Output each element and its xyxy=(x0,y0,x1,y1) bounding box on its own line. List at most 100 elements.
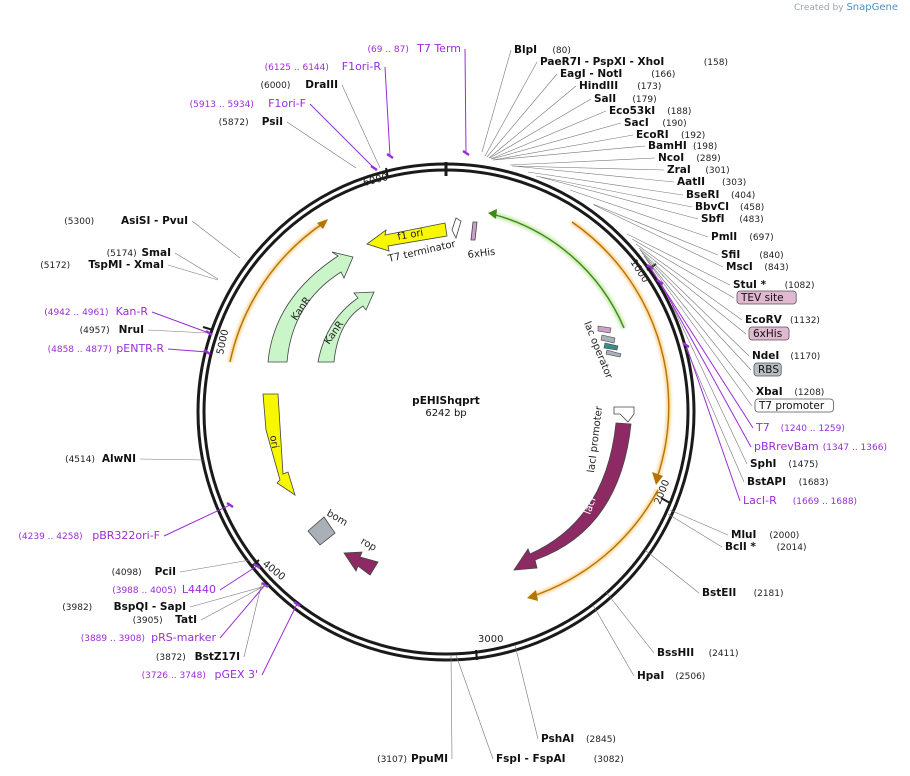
site-position: (192) xyxy=(681,131,705,141)
site-label: PpuMI(3107) xyxy=(377,753,448,765)
site-label: BstAPI(1683) xyxy=(747,476,829,488)
site-label: AsiSI - PvuI(5300) xyxy=(64,215,188,227)
site-name: MluI xyxy=(731,529,756,541)
site-position: (4942 .. 4961) xyxy=(44,308,108,318)
site-name: ZraI xyxy=(667,164,691,176)
site-name: BstZ17I xyxy=(195,651,240,663)
site-label: T7 Term(69 .. 87) xyxy=(368,42,461,55)
site-label: Kan-R(4942 .. 4961) xyxy=(44,305,148,318)
site-position: (458) xyxy=(740,203,764,213)
site-position: (2000) xyxy=(769,531,799,541)
leader-line xyxy=(455,654,494,760)
leader-line xyxy=(659,281,752,448)
site-name: NdeI xyxy=(752,350,779,362)
site-label: RBS xyxy=(753,362,782,377)
site-label: LacI-R (1669 .. 1688) xyxy=(743,494,857,507)
site-label: BamHI(198) xyxy=(648,140,717,152)
leader-line xyxy=(261,603,298,676)
leader-line xyxy=(486,73,558,158)
site-position: (1669 .. 1688) xyxy=(793,497,857,507)
leader-line xyxy=(489,98,592,159)
tick-3000: 3000 xyxy=(478,634,503,645)
site-label: BstEII(2181) xyxy=(702,587,784,599)
leader-line xyxy=(512,165,675,183)
snapgene-logo: SnapGene xyxy=(846,2,898,13)
leader-line xyxy=(685,344,741,502)
primer-mark xyxy=(386,152,394,160)
site-position: (3726 .. 3748) xyxy=(142,671,206,681)
feature-box xyxy=(753,362,782,377)
site-name: HindIII xyxy=(579,80,618,92)
site-name: NcoI xyxy=(658,152,684,164)
leader-line xyxy=(450,654,453,760)
site-name: SalI xyxy=(594,93,616,105)
site-position: (1240 .. 1259) xyxy=(781,424,845,434)
site-label: PciI(4098) xyxy=(112,566,176,578)
site-label: T7 promoter xyxy=(754,398,834,413)
feature-label-ori: ori xyxy=(267,435,280,450)
site-label: PsiI(5872) xyxy=(219,116,283,128)
site-position: (289) xyxy=(696,154,720,164)
site-label: HindIII(173) xyxy=(579,80,661,92)
site-name: PmlI xyxy=(711,231,737,243)
site-position: (2411) xyxy=(709,649,739,659)
site-label: pBR322ori-F (4239 .. 4258) xyxy=(18,529,160,542)
primer-mark xyxy=(646,263,654,271)
site-name: SbfI xyxy=(701,213,725,225)
leader-line xyxy=(492,134,634,161)
rop-arrow xyxy=(343,551,379,576)
site-name: TatI xyxy=(175,614,197,626)
site-position: (190) xyxy=(662,119,686,129)
site-name: SacI xyxy=(624,117,649,129)
site-position: (4239 .. 4258) xyxy=(18,532,82,542)
site-position: (3872) xyxy=(156,653,186,663)
orange-arcs xyxy=(227,219,672,601)
site-position: (6125 .. 6144) xyxy=(265,63,329,73)
primer-mark xyxy=(656,278,664,286)
site-name: pBRrevBam xyxy=(754,440,819,453)
site-label: BbvCI (458) xyxy=(695,201,764,213)
site-label: L4440(3988 .. 4005) xyxy=(112,583,216,596)
site-name: BclI * xyxy=(725,541,756,553)
site-label: NcoI (289) xyxy=(658,152,721,164)
site-name: pBR322ori-F xyxy=(92,529,160,542)
leader-line xyxy=(484,61,538,157)
leader-line xyxy=(527,171,684,196)
site-label: PaeR7I - PspXI - XhoI(158) xyxy=(540,56,728,68)
orange-arc-left xyxy=(229,221,326,363)
leader-line xyxy=(635,243,743,321)
site-name: BstAPI xyxy=(747,476,786,488)
plasmid-name: pEHIShqprt xyxy=(412,395,480,407)
site-label: EcoRV(1132) xyxy=(745,314,820,326)
kanr-outer-arrow xyxy=(267,251,354,363)
site-label: ZraI(301) xyxy=(667,164,730,176)
site-name: FspI - FspAI xyxy=(496,753,566,765)
site-position: (80) xyxy=(552,46,570,56)
leader-line xyxy=(490,110,607,160)
site-label: NdeI(1170) xyxy=(752,350,820,362)
leader-line xyxy=(539,176,699,220)
site-name: BbvCI xyxy=(695,201,729,213)
site-name: LacI-R xyxy=(743,494,777,507)
leader-line xyxy=(592,604,635,677)
site-position: (3905) xyxy=(133,616,163,626)
site-name: T7 promoter xyxy=(758,400,825,412)
site-label: EagI - NotI(166) xyxy=(560,68,675,80)
site-name: pRS-marker xyxy=(151,631,216,644)
site-name: T7 xyxy=(755,421,770,434)
orange-arc-bottom xyxy=(529,489,659,598)
leader-line xyxy=(593,204,724,268)
site-position: (303) xyxy=(722,178,746,188)
site-position: (3982) xyxy=(62,603,92,613)
feature-arrows xyxy=(262,217,635,576)
site-position: (3107) xyxy=(377,755,407,765)
site-position: (843) xyxy=(764,263,788,273)
site-label: MluI (2000) xyxy=(731,529,799,541)
leader-line xyxy=(639,249,750,357)
feature-label-f1-ori: f1 ori xyxy=(397,228,425,243)
site-name: PciI xyxy=(155,566,176,578)
site-label: BstZ17I (3872) xyxy=(156,651,240,663)
leader-line xyxy=(151,311,210,334)
site-name: BstEII xyxy=(702,587,736,599)
leader-line xyxy=(685,347,745,483)
